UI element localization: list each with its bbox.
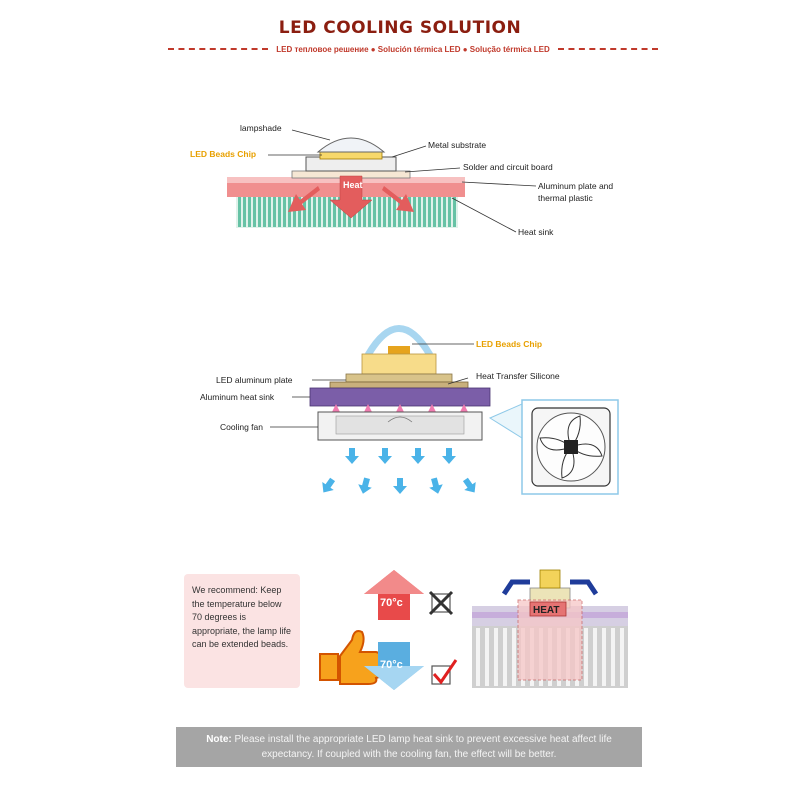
label-solder: Solder and circuit board — [463, 162, 553, 172]
airflow-arrows — [322, 448, 476, 494]
label-led-aluminum-plate: LED aluminum plate — [216, 375, 293, 385]
label-heat-sink: Heat sink — [518, 227, 554, 237]
note-label: Note: — [206, 734, 232, 745]
temp-low-label: 70°c — [380, 659, 403, 671]
lampshade-dome — [316, 137, 386, 153]
lampshade-dome — [364, 325, 434, 357]
thumbs-up-icon — [319, 630, 384, 685]
heat-sink-with-heat — [472, 569, 628, 688]
heat-arrows — [288, 175, 414, 219]
recommend-text: We recommend: Keep the temperature below… — [192, 585, 292, 649]
diagram-fan-cooling: LED Beads Chip LED aluminum plate Heat T… — [200, 325, 619, 495]
note-bar: Note: Please install the appropriate LED… — [176, 727, 642, 767]
page-title: LED COOLING SOLUTION — [278, 18, 522, 38]
aluminum-heat-sink — [309, 387, 491, 407]
temperature-low-arrow — [364, 642, 424, 690]
label-heat-transfer-silicone: Heat Transfer Silicone — [476, 371, 560, 381]
led-aluminum-plate — [345, 373, 453, 383]
fan-icon — [531, 407, 611, 487]
recommend-box: We recommend: Keep the temperature below… — [184, 574, 300, 688]
diagram-temperature: 70°c 70°c HEAT — [319, 569, 628, 690]
divider-right — [557, 48, 659, 50]
heat-label: Heat — [343, 180, 363, 190]
temperature-high-arrow — [364, 570, 424, 620]
note-text: Please install the appropriate LED lamp … — [231, 734, 612, 760]
check-icon — [431, 659, 458, 685]
heat-box-label: HEAT — [533, 605, 559, 616]
label-aluminum-plate-1: Aluminum plate and — [538, 181, 613, 191]
subtitle: LED тепловое решение ● Solución térmica … — [276, 44, 550, 54]
label-led-beads-chip-2: LED Beads Chip — [476, 339, 542, 349]
cross-icon — [428, 590, 454, 616]
heat-transfer-silicone — [329, 381, 469, 389]
subtitle-row: LED тепловое решение ● Solución térmica … — [168, 43, 659, 55]
callout-pointer — [488, 403, 523, 439]
label-led-beads-chip: LED Beads Chip — [190, 149, 256, 159]
leader-lines — [268, 129, 537, 233]
label-aluminum-plate-2: thermal plastic — [538, 193, 594, 203]
label-metal-substrate: Metal substrate — [428, 140, 486, 150]
diagram-led-structure: Heat lampshade LED Beads Chip Metal subs… — [190, 123, 613, 237]
divider-left — [168, 48, 269, 50]
temp-high-label: 70°c — [380, 597, 403, 609]
chip-base — [361, 353, 437, 375]
leader-lines — [270, 343, 474, 428]
led-chip — [388, 346, 410, 356]
label-aluminum-heat-sink: Aluminum heat sink — [200, 392, 275, 402]
heat-points — [332, 404, 468, 412]
label-cooling-fan: Cooling fan — [220, 422, 263, 432]
label-lampshade: lampshade — [240, 123, 282, 133]
